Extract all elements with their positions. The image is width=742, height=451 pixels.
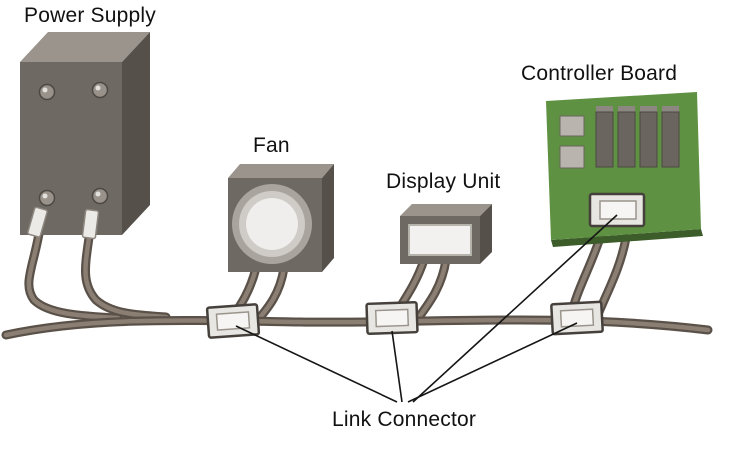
cable [26, 225, 121, 321]
display-side-face [480, 204, 492, 264]
label-link-connector: Link Connector [332, 408, 477, 431]
display-unit-box [400, 204, 492, 264]
label-display-unit: Display Unit [386, 170, 501, 193]
chip-bank [595, 106, 680, 168]
fan-opening [246, 198, 298, 250]
link-connector-1 [205, 303, 261, 339]
power-supply-plug [27, 206, 48, 238]
controller-board [546, 92, 703, 247]
power-supply-plug [81, 208, 100, 240]
label-power-supply: Power Supply [24, 4, 156, 27]
display-top-face [400, 204, 492, 216]
label-fan: Fan [253, 134, 290, 157]
power-supply-cables [24, 223, 171, 323]
screw [38, 83, 56, 101]
power-supply-top-face [20, 32, 150, 62]
cable [83, 227, 169, 320]
leader-line-to-connector-1 [235, 325, 398, 403]
leader-line-to-connector-2 [391, 330, 403, 403]
link-connector-inner [215, 311, 251, 331]
screw [91, 81, 109, 99]
power-supply-side-face [122, 32, 150, 235]
link-connector-2 [365, 300, 419, 336]
leader-lines [235, 214, 618, 403]
power-supply-box [20, 32, 150, 240]
controller-board-edge [551, 229, 703, 247]
link-connector-inner [374, 308, 410, 328]
link-connector-inner [559, 308, 595, 328]
board-link-connector [588, 192, 646, 228]
chip [559, 115, 585, 137]
fan-top-face [228, 164, 334, 178]
leader-line-to-connector-3 [407, 322, 578, 403]
label-controller-board: Controller Board [521, 62, 678, 85]
screw [91, 187, 109, 205]
cable [416, 257, 449, 320]
display-screen [408, 224, 472, 256]
leader-line-to-board-connector [412, 214, 618, 403]
screw [38, 189, 56, 207]
fan-side-face [322, 164, 334, 272]
fan-box [228, 164, 334, 272]
chip [559, 145, 585, 169]
link-connector-3 [550, 300, 604, 336]
